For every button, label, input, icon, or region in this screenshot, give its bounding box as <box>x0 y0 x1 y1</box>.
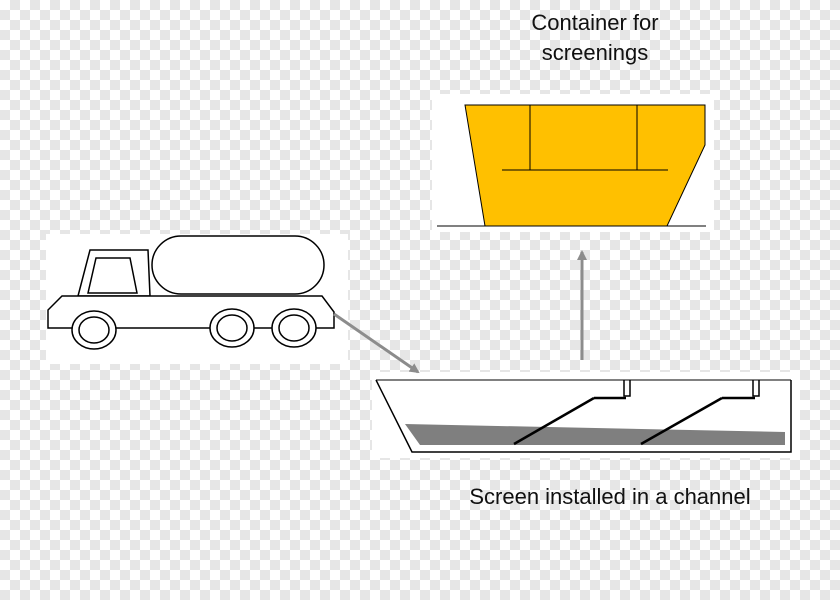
channel-outline <box>375 379 792 453</box>
channel-panel <box>372 372 800 458</box>
truck-wheel-rear-2-hub <box>278 314 310 342</box>
screen-bar-1 <box>513 396 595 446</box>
container-body <box>464 104 706 227</box>
tanker-truck-icon <box>47 235 335 350</box>
container-label-line1: Container for <box>531 10 659 35</box>
arrow-truck-to-channel <box>333 312 420 374</box>
truck-tank <box>151 235 325 295</box>
screen-label: Screen installed in a channel <box>469 484 751 509</box>
channel-screen-icon <box>375 379 792 453</box>
screen-bar-2 <box>640 396 723 446</box>
truck-wheel-rear-1-hub <box>216 314 248 342</box>
container-label: Container for screenings <box>480 8 710 68</box>
container-label-line2: screenings <box>541 40 649 65</box>
screen-support-1 <box>623 380 631 397</box>
truck-wheel-front-hub <box>78 316 110 344</box>
skip-container-icon <box>437 104 706 227</box>
truck-window <box>87 257 138 294</box>
truck-chassis <box>47 295 335 329</box>
screen-support-2 <box>752 380 760 397</box>
channel-water <box>405 424 785 445</box>
